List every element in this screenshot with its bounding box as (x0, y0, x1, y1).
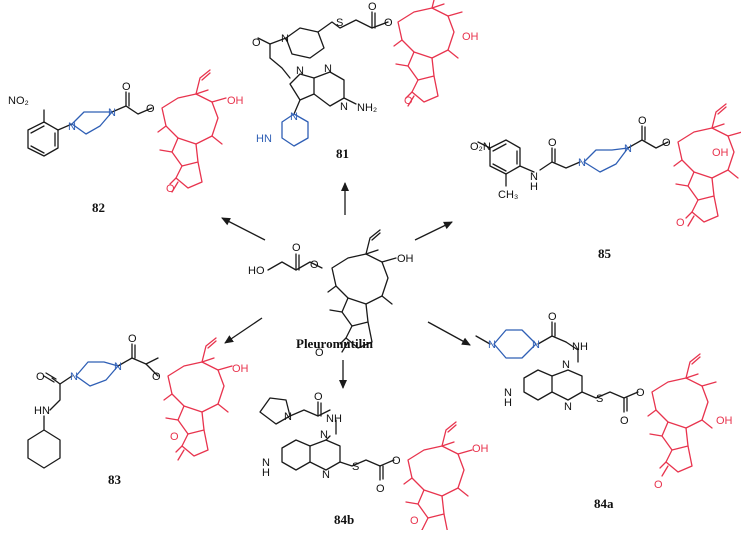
c84a-amide-o: O (548, 311, 557, 323)
c82-oh: OH (227, 95, 244, 107)
c82-no2: NO₂ (8, 95, 29, 107)
c84b-pyrr-n: N (284, 411, 292, 423)
c83-n1: N (70, 371, 78, 383)
c84a-h: H (504, 397, 512, 409)
c84b-nh: NH (326, 413, 342, 425)
c83-amide-o: O (36, 371, 45, 383)
pleuromutilin-structure (267, 229, 397, 353)
c81-oh: OH (462, 31, 479, 43)
c84b-ester-o: O (392, 455, 401, 467)
compound-81-structure (257, 0, 463, 115)
arrow-to-85 (414, 221, 453, 241)
c85-oh: OH (712, 147, 729, 159)
compound-82-label: 82 (92, 200, 105, 215)
c84b-n3: N (322, 469, 330, 481)
c85-ch3: CH₃ (498, 189, 518, 201)
compound-81-piperazine (281, 113, 309, 147)
compound-83-structure (27, 337, 233, 469)
compound-85-label: 85 (598, 246, 612, 261)
compound-85-piperazine (583, 147, 629, 173)
c84a-n2: N (532, 339, 540, 351)
c84a-ester-o: O (636, 387, 645, 399)
arrow-to-84a (427, 321, 471, 346)
carbonyl-o-label: O (292, 242, 301, 254)
c85-ketone-o: O (676, 217, 685, 229)
c83-ester-o: O (152, 371, 161, 383)
c81-ketone-o: O (404, 95, 413, 107)
c81-purine-n3: N (340, 101, 348, 113)
c84b-s: S (352, 461, 359, 473)
c84a-n-top: N (562, 359, 570, 371)
c84a-co: O (620, 415, 629, 427)
c85-nh-n: N (530, 171, 538, 183)
arrow-to-82 (221, 217, 266, 241)
arrow-to-83 (224, 317, 263, 344)
c82-n1: N (68, 121, 76, 133)
c84b-h: H (262, 467, 270, 479)
compound-84a-label: 84a (594, 496, 614, 511)
oh-label: OH (397, 253, 414, 265)
c85-amide-o: O (548, 137, 557, 149)
compound-83-piperazine (75, 361, 119, 387)
c84a-nh: NH (572, 341, 588, 353)
c81-purine-n7: N (296, 65, 304, 77)
c84b-n1: N (320, 429, 328, 441)
center-compound-label: Pleuromutilin (296, 336, 374, 351)
compound-84a-structure (475, 321, 717, 477)
c82-n2: N (108, 107, 116, 119)
c81-n-pip: N (281, 33, 289, 45)
c82-ketone-o: O (166, 183, 175, 195)
c84a-ketone-o: O (654, 479, 663, 491)
c82-co: O (122, 81, 131, 93)
c84b-oh: OH (472, 443, 489, 455)
c84b-amide-o: O (314, 391, 323, 403)
c85-ester-o: O (662, 137, 671, 149)
c85-co: O (638, 115, 647, 127)
c84b-ketone-o: O (410, 515, 419, 527)
c81-ester-o: O (384, 17, 393, 29)
c81-co: O (368, 1, 377, 13)
ho-label: HO (248, 265, 265, 277)
c81-pip-n: N (290, 111, 298, 123)
c81-purine-n1: N (324, 63, 332, 75)
c84a-oh: OH (716, 415, 733, 427)
c83-co: O (128, 333, 137, 345)
compound-83-label: 83 (108, 472, 122, 487)
c83-ketone-o: O (170, 431, 179, 443)
c84a-s: S (596, 393, 603, 405)
c85-nh-h: H (530, 181, 538, 193)
compound-85-structure (477, 103, 741, 227)
ester-o-label: O (310, 259, 319, 271)
compound-81-label: 81 (336, 146, 349, 161)
c83-n2: N (114, 361, 122, 373)
compound-84b-structure (259, 397, 473, 535)
c83-hn: HN (34, 405, 50, 417)
c84a-n-bottom: N (564, 401, 572, 413)
c83-oh: OH (232, 363, 249, 375)
c81-amide-o: O (252, 37, 261, 49)
compound-82-structure (27, 69, 227, 193)
compound-82-piperazine (71, 111, 113, 135)
c81-pip-hn: HN (256, 133, 272, 145)
c84a-n7: N (504, 387, 512, 399)
compound-84a-piperazine (493, 329, 537, 359)
c85-o2n: O₂N (470, 141, 491, 153)
c84b-n7: N (262, 457, 270, 469)
c81-s: S (336, 17, 343, 29)
c85-n2: N (624, 143, 632, 155)
c84b-co: O (376, 483, 385, 495)
c81-nh2: NH₂ (357, 102, 377, 114)
c85-n1: N (578, 157, 586, 169)
compound-84b-label: 84b (334, 512, 354, 527)
c82-ester-o: O (146, 103, 155, 115)
c84a-n1: N (488, 339, 496, 351)
ketone-o-label: O (315, 347, 324, 359)
